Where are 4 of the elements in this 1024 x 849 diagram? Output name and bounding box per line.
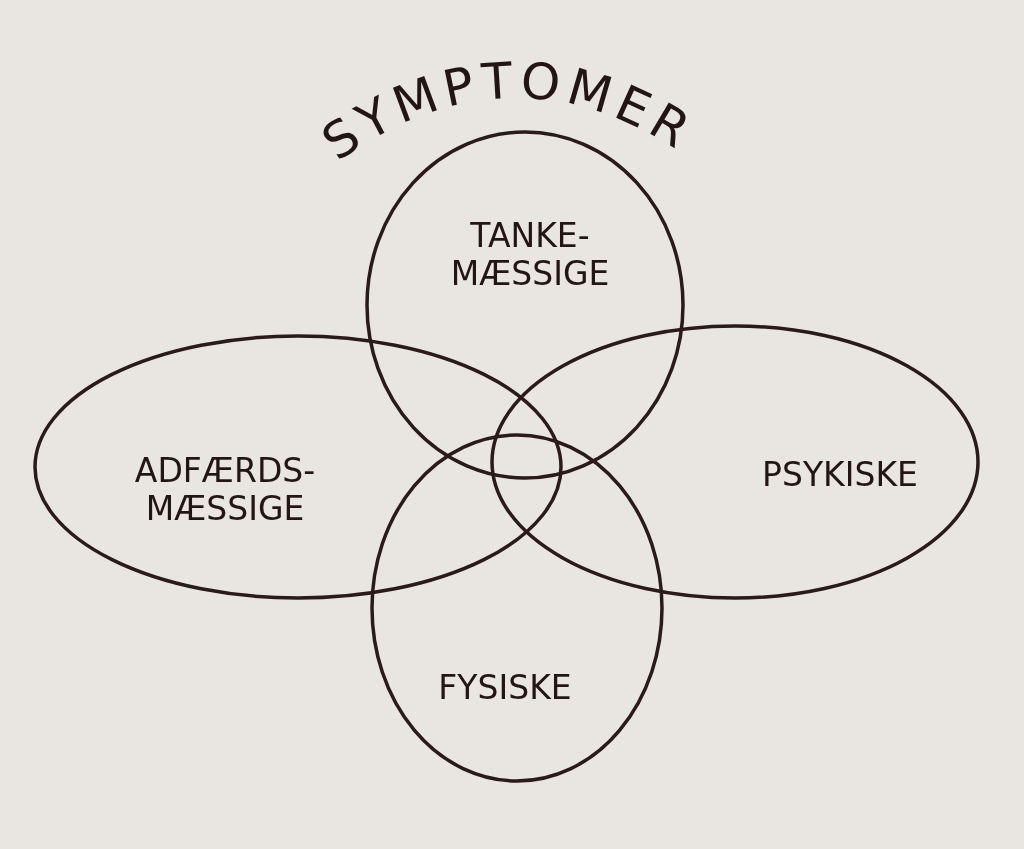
region-label: ADFÆRDS- MÆSSIGE (134, 452, 316, 528)
region-label: TANKE- MÆSSIGE (450, 217, 610, 293)
region-label: FYSISKE (438, 669, 572, 707)
region-label: PSYKISKE (762, 456, 918, 494)
